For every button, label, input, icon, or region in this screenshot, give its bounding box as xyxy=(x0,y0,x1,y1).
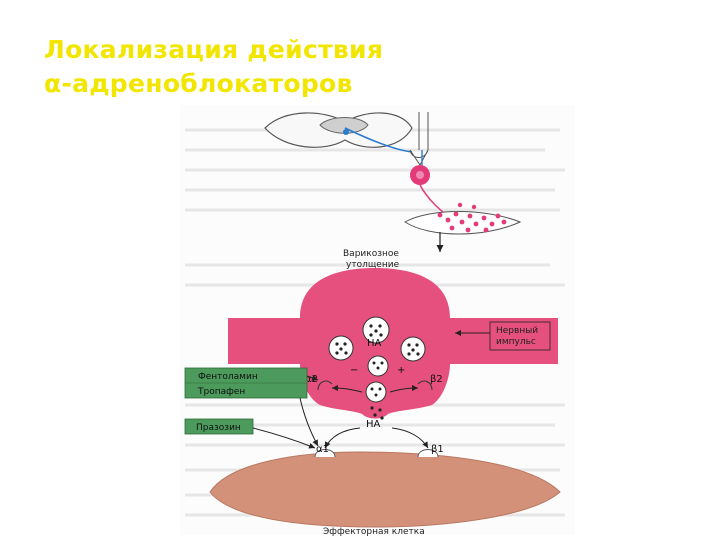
vesicle xyxy=(328,335,354,361)
impulse-label-line1: Нервный xyxy=(496,326,538,336)
sympathetic-ganglion xyxy=(410,165,430,185)
vesicle xyxy=(362,316,390,344)
vesicle xyxy=(400,336,426,362)
tropafen-label: Тропафен xyxy=(197,387,245,397)
tropafen-to-alpha1-arrow xyxy=(299,397,319,447)
effector-cell-label: Эффекторная клетка xyxy=(323,527,425,537)
alpha2-feedback-arrow xyxy=(331,385,363,393)
alpha1-label: α1 xyxy=(316,444,329,455)
na-to-alpha1-arrow xyxy=(324,427,361,449)
effector-cell xyxy=(209,449,561,528)
beta2-feedback-arrow xyxy=(389,385,419,393)
drug-box-phentolamine-tropafen: Фентоламин Тропафен xyxy=(184,367,308,399)
impulse-label-line2: импульс xyxy=(496,337,536,347)
vesicle xyxy=(367,355,389,377)
vesicle-releasing xyxy=(365,381,387,403)
varicose-label-line2: утолщение xyxy=(346,260,400,270)
phentolamine-label: Фентоламин xyxy=(198,372,258,382)
prazosin-label: Празозин xyxy=(196,423,241,433)
beta1-label: β1 xyxy=(431,444,444,455)
na-label-top: НА xyxy=(367,338,382,349)
beta2-receptor: β2 xyxy=(417,374,443,391)
spinal-cord-schematic xyxy=(264,112,429,168)
drug-box-prazosin: Празозин xyxy=(184,418,254,435)
minus-sign: − xyxy=(350,365,358,376)
title-line-1: Локализация действия xyxy=(44,35,384,64)
beta2-label: β2 xyxy=(430,374,443,385)
plus-sign: + xyxy=(397,365,405,376)
nerve-impulse-label: Нервный импульс xyxy=(455,321,551,351)
phentolamine-to-alpha2-arrow xyxy=(306,375,319,381)
vesicles xyxy=(328,316,426,403)
postganglionic-fiber-and-target xyxy=(404,184,522,252)
title-line-2: α-адреноблокаторов xyxy=(44,69,353,98)
na-label-bottom: НА xyxy=(366,419,381,430)
na-to-beta1-arrow xyxy=(391,427,429,449)
varicose-label-line1: Варикозное xyxy=(343,249,399,259)
slide-title: Локализация действия α-адреноблокаторов xyxy=(44,33,383,101)
released-noradrenaline xyxy=(370,406,384,420)
prazosin-to-alpha1-arrow xyxy=(252,427,316,449)
